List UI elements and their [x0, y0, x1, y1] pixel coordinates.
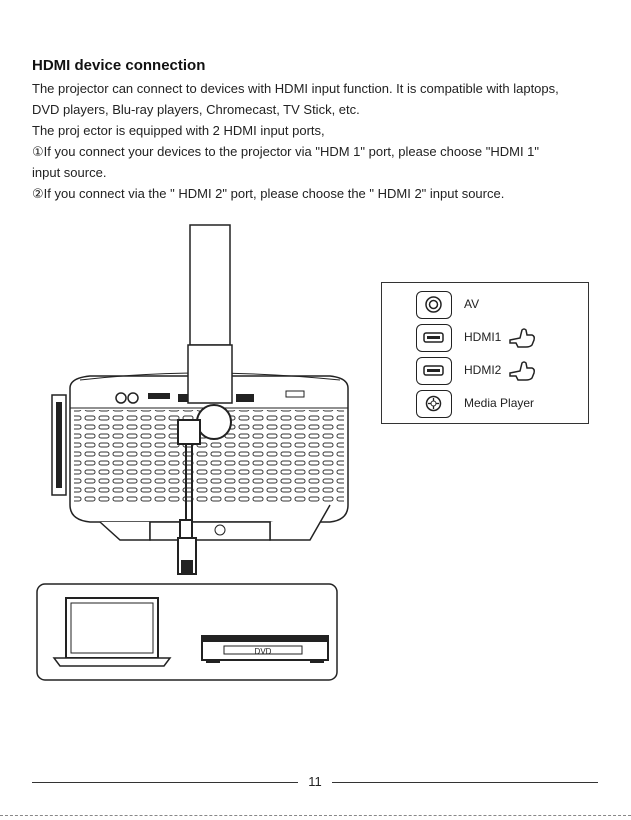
page-number: 11	[308, 774, 322, 789]
projector-lens	[51, 394, 67, 496]
source-row-hdmi1[interactable]: HDMI1	[416, 324, 586, 352]
paragraph-line-5: input source.	[32, 165, 107, 180]
paragraph-line-6: ②If you connect via the " HDMI 2" port, …	[32, 186, 505, 201]
hdmi-stick	[187, 224, 233, 404]
source-label: AV	[464, 297, 480, 311]
source-row-hdmi2[interactable]: HDMI2	[416, 357, 586, 385]
source-row-av[interactable]: AV	[416, 291, 586, 319]
dvd-label: DVD	[255, 647, 272, 656]
source-label: HDMI1	[464, 330, 502, 344]
laptop-icon	[52, 597, 172, 667]
source-label: Media Player	[464, 396, 535, 410]
input-source-list: AV HDMI1 HDMI2	[381, 282, 589, 424]
pointing-hand-icon	[509, 328, 535, 348]
paragraph-line-3: The proj ector is equipped with 2 HDMI i…	[32, 123, 325, 138]
paragraph-line-1: The projector can connect to devices wit…	[32, 81, 559, 96]
footer-rule-left	[32, 782, 298, 783]
hdmi-port-icon	[416, 357, 452, 385]
footer-rule-right	[332, 782, 598, 783]
pointing-hand-icon	[509, 361, 535, 381]
source-label: HDMI2	[464, 363, 502, 377]
page-edge-divider	[0, 815, 631, 816]
media-player-icon	[416, 390, 452, 418]
hdmi-cable	[177, 419, 201, 575]
paragraph-line-2: DVD players, Blu-ray players, Chromecast…	[32, 102, 360, 117]
hdmi-port-icon	[416, 324, 452, 352]
av-port-icon	[416, 291, 452, 319]
source-row-media-player[interactable]: Media Player	[416, 390, 586, 418]
paragraph-line-4: ①If you connect your devices to the proj…	[32, 144, 540, 159]
section-heading: HDMI device connection	[32, 57, 206, 74]
dvd-player-icon	[201, 635, 329, 663]
projector-body	[69, 372, 349, 541]
